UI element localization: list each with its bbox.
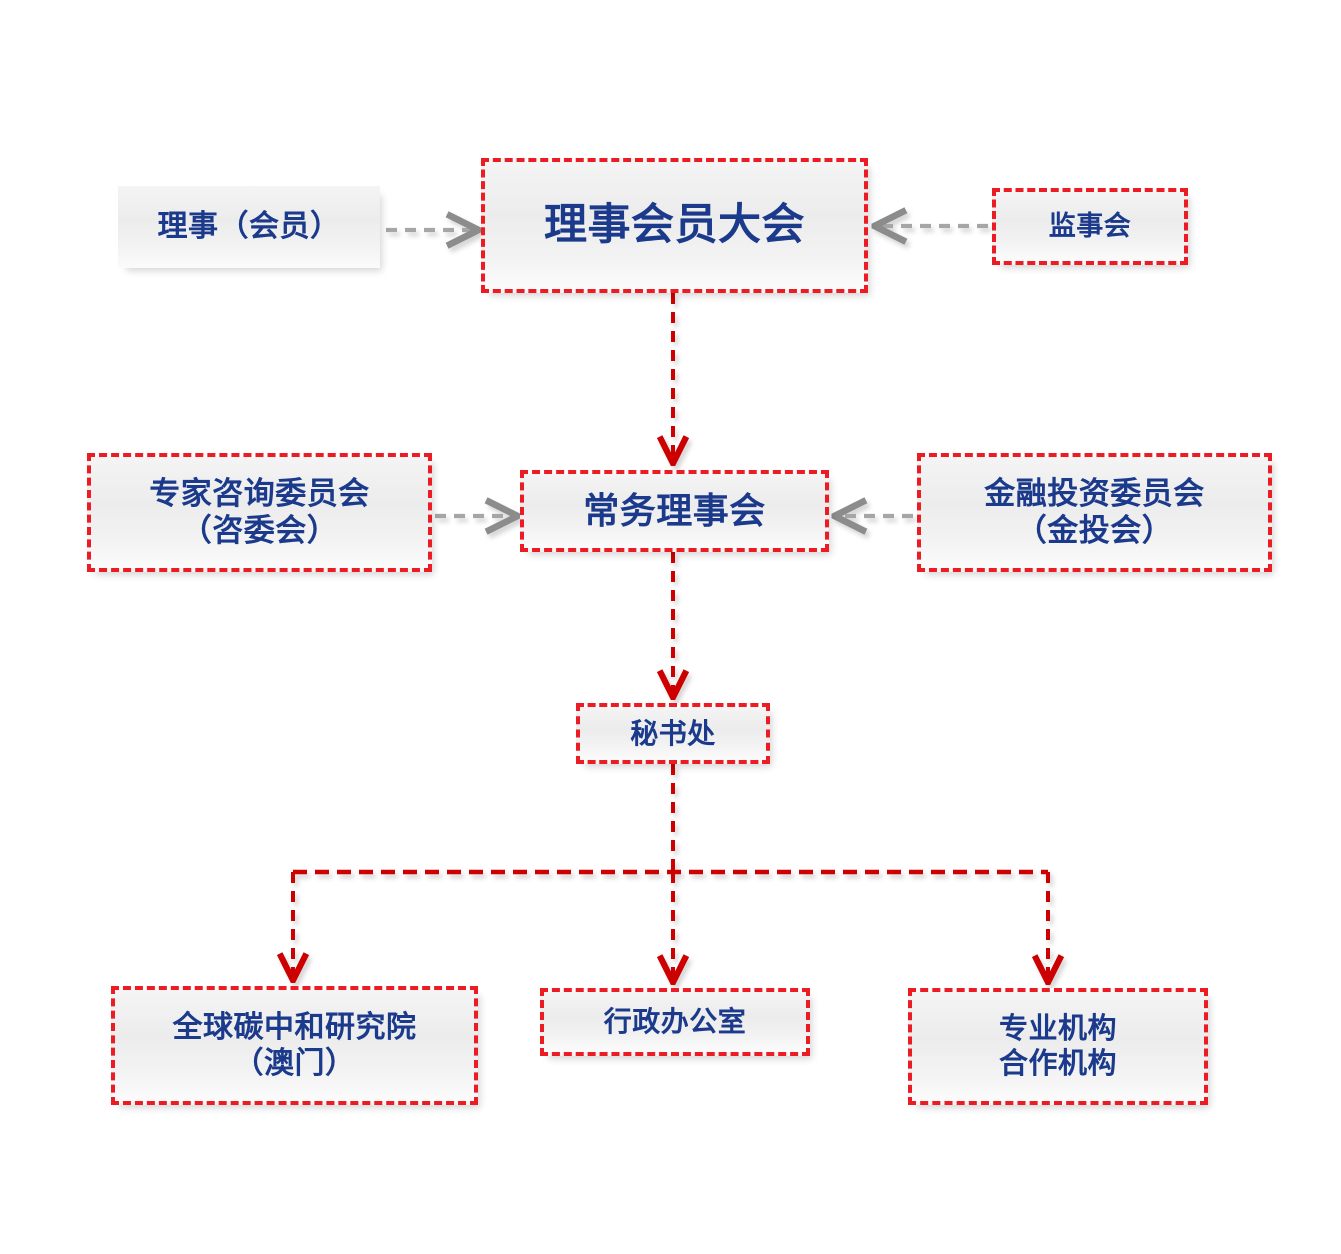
node-assembly-label: 理事会员大会 xyxy=(544,201,805,250)
node-members[interactable]: 理事（会员） xyxy=(118,186,380,268)
node-standing-council-label: 常务理事会 xyxy=(583,489,766,531)
node-standing-council[interactable]: 常务理事会 xyxy=(520,470,829,552)
node-secretariat[interactable]: 秘书处 xyxy=(576,703,770,764)
node-expert-advisory-committee-label: 专家咨询委员会 （咨委会） xyxy=(149,475,370,548)
node-professional-and-partner-institutions[interactable]: 专业机构 合作机构 xyxy=(908,988,1208,1105)
node-expert-advisory-committee[interactable]: 专家咨询委员会 （咨委会） xyxy=(87,453,432,572)
node-finance-investment-committee[interactable]: 金融投资委员会 （金投会） xyxy=(917,453,1272,572)
node-global-carbon-neutrality-institute-label: 全球碳中和研究院 （澳门） xyxy=(172,1011,417,1080)
node-finance-investment-committee-label: 金融投资委员会 （金投会） xyxy=(984,475,1205,548)
node-secretariat-label: 秘书处 xyxy=(630,717,716,749)
node-administrative-office-label: 行政办公室 xyxy=(603,1006,747,1038)
node-supervisory-board[interactable]: 监事会 xyxy=(992,188,1188,265)
node-members-label: 理事（会员） xyxy=(157,210,341,244)
node-professional-and-partner-institutions-label: 专业机构 合作机构 xyxy=(998,1013,1117,1080)
node-administrative-office[interactable]: 行政办公室 xyxy=(540,988,810,1056)
node-assembly[interactable]: 理事会员大会 xyxy=(481,158,868,293)
node-supervisory-board-label: 监事会 xyxy=(1048,210,1132,241)
node-global-carbon-neutrality-institute[interactable]: 全球碳中和研究院 （澳门） xyxy=(111,986,478,1105)
